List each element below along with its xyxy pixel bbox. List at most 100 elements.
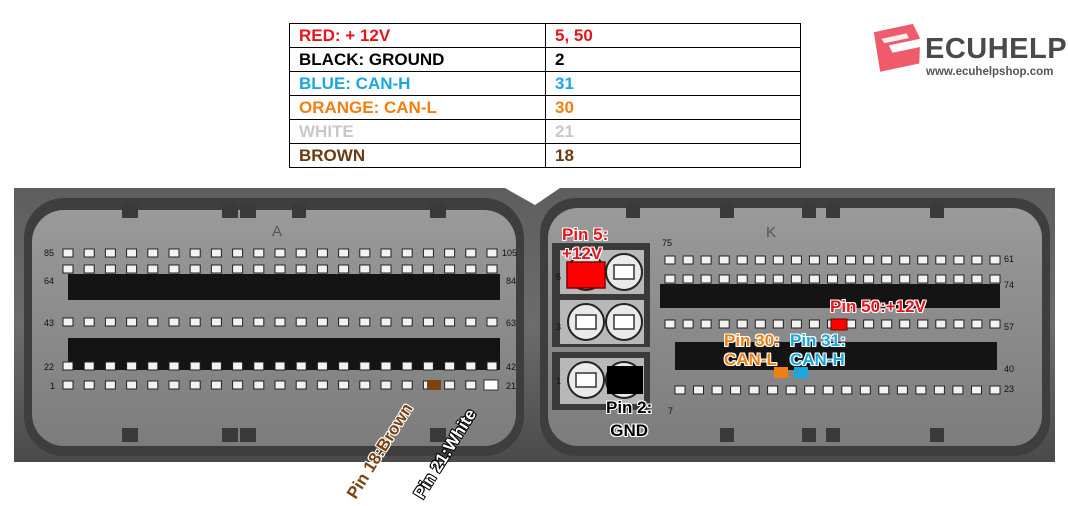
pin31-callout-line1: Pin 31: — [790, 331, 846, 350]
connector-pin — [444, 248, 456, 258]
pin2-callout-line1: Pin 2: — [606, 398, 653, 417]
row-number: 42 — [506, 362, 516, 372]
wire-color-cell: BROWN — [289, 143, 546, 168]
connector-pin — [767, 385, 779, 395]
connector-pin — [953, 274, 965, 284]
connector-pin — [232, 361, 244, 371]
connector-pin — [168, 361, 180, 371]
connector-pin — [465, 264, 477, 274]
connector-pin — [274, 361, 286, 371]
connector-pin — [989, 319, 1001, 329]
connector-pin — [935, 274, 947, 284]
connector-pin — [682, 255, 694, 265]
connector-pin — [380, 317, 392, 327]
connector-pin — [863, 255, 875, 265]
pin31-callout-line2: CAN-H — [790, 350, 845, 369]
connector-pin — [953, 319, 965, 329]
connector-pin — [465, 248, 477, 258]
connector-pin — [253, 361, 265, 371]
connector-pin — [935, 255, 947, 265]
wire-color-cell: RED: + 12V — [289, 23, 546, 48]
connector-pin — [971, 319, 983, 329]
connector-pin — [422, 264, 434, 274]
pin-30-marker — [774, 367, 788, 378]
connector-pin — [682, 274, 694, 284]
connector-pin — [189, 264, 201, 274]
connector-pin — [804, 385, 816, 395]
connector-pin — [933, 385, 945, 395]
connector-pin — [674, 385, 686, 395]
connector-pin — [700, 319, 712, 329]
connector-pin — [827, 255, 838, 265]
connector-pin — [147, 361, 159, 371]
row-number: 61 — [1004, 254, 1014, 264]
pin2-callout: Pin 2: GND — [606, 398, 652, 440]
connector-pin — [899, 319, 911, 329]
connector-pin — [444, 380, 456, 390]
wire-color-cell: BLUE: CAN-H — [289, 71, 546, 96]
connector-pin — [736, 274, 748, 284]
pin31-callout: Pin 31: CAN-H — [790, 331, 846, 369]
connector-pin — [62, 248, 74, 258]
connector-pin — [486, 248, 498, 258]
connector-pin — [104, 248, 116, 258]
row-number: 40 — [1004, 364, 1014, 374]
connector-pin — [772, 319, 784, 329]
connector-pin — [316, 317, 328, 327]
connector-pin — [736, 255, 748, 265]
connector-pin — [486, 317, 498, 327]
ecuhelp-logo-icon — [873, 23, 921, 72]
connector-pin — [465, 317, 477, 327]
connector-pin — [189, 248, 201, 258]
connector-pin — [126, 264, 138, 274]
connector-pin — [104, 361, 116, 371]
connector-pin — [189, 380, 201, 390]
connector-pin — [700, 274, 712, 284]
logo-url-text: www.ecuhelpshop.com — [926, 66, 1054, 78]
connector-pin — [971, 274, 983, 284]
wire-color-cell: ORANGE: CAN-L — [289, 95, 546, 120]
connector-pin — [664, 255, 676, 265]
connector-pin — [380, 361, 392, 371]
connector-pin — [896, 385, 908, 395]
connector-pin — [168, 317, 180, 327]
connector-pin — [316, 264, 328, 274]
row-number: 43 — [44, 318, 54, 328]
connector-pin — [718, 274, 730, 284]
connector-pin — [274, 264, 286, 274]
connector-pin — [316, 380, 328, 390]
connector-pin — [168, 248, 180, 258]
connector-pin — [444, 264, 456, 274]
connector-pin — [822, 385, 834, 395]
right-pin-rows — [664, 255, 1001, 395]
connector-pin — [971, 385, 982, 395]
connector-pin — [359, 248, 371, 258]
connector-pin — [881, 255, 893, 265]
left-pin-rows — [62, 248, 498, 390]
connector-pin — [682, 319, 694, 329]
connector-pin — [790, 255, 802, 265]
connector-pin — [83, 380, 95, 390]
connector-pin — [210, 380, 222, 390]
connector-pin — [359, 317, 371, 327]
row-number: 74 — [1004, 280, 1014, 290]
connector-pin — [736, 319, 748, 329]
wire-pins-cell: 5, 50 — [545, 23, 801, 48]
pin2-callout-line2: GND — [610, 421, 649, 440]
row-number: 7 — [668, 406, 673, 416]
row-number: 6 — [556, 272, 561, 282]
connector-pin — [83, 248, 95, 258]
connector-pin — [232, 317, 244, 327]
connector-pin — [253, 248, 265, 258]
connector-pin — [899, 274, 911, 284]
connector-pin — [915, 385, 927, 395]
connector-pin — [253, 380, 265, 390]
connector-pin — [401, 361, 413, 371]
pin-21-marker — [483, 379, 499, 391]
block-mark-a: A — [272, 223, 282, 240]
connector-pin — [147, 264, 159, 274]
